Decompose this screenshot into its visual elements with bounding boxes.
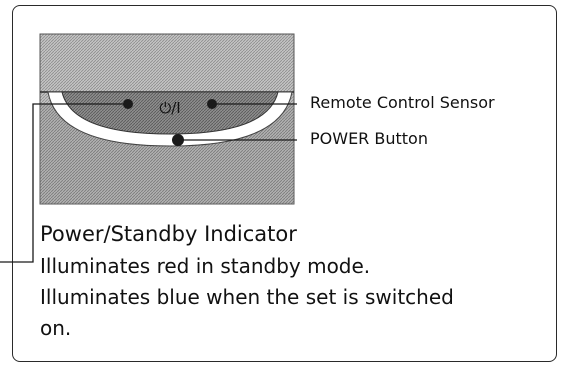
power-button-label: POWER Button xyxy=(310,129,428,148)
indicator-title: Power/Standby Indicator xyxy=(40,222,297,246)
indicator-desc-line3: on. xyxy=(40,316,71,340)
power-symbol: ⏻/I xyxy=(159,99,180,117)
remote-sensor-label: Remote Control Sensor xyxy=(310,93,495,112)
indicator-desc-line1: Illuminates red in standby mode. xyxy=(40,254,370,278)
indicator-desc-line2: Illuminates blue when the set is switche… xyxy=(40,285,454,309)
